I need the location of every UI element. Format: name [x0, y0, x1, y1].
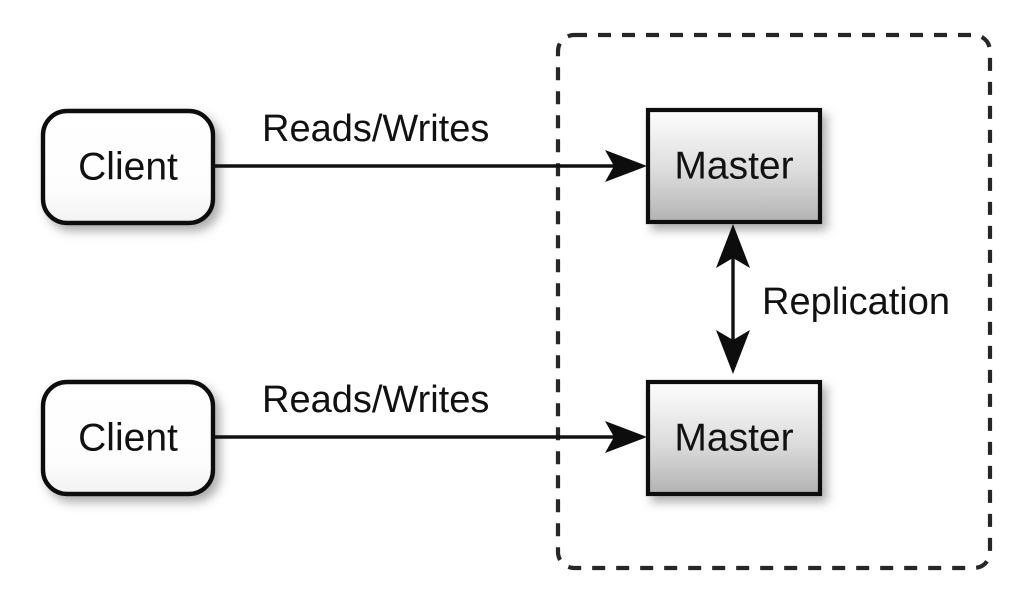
node-master-bottom[interactable]: Master — [645, 379, 823, 497]
edge-reads-writes-bottom — [213, 421, 647, 453]
edge-reads-writes-bottom-label: Reads/Writes — [262, 379, 489, 421]
arrow-head-down-icon — [716, 330, 750, 374]
master-cluster-group-border — [555, 32, 993, 571]
master-top-shape — [645, 107, 823, 225]
edge-replication-label: Replication — [762, 281, 950, 323]
node-client-top[interactable]: Client — [40, 108, 216, 226]
edge-reads-writes-top — [213, 150, 647, 182]
arrow-head-up-icon — [716, 224, 750, 268]
arrow-head-right-bottom-icon — [605, 421, 647, 453]
client-bottom-label: Client — [78, 416, 178, 459]
client-top-label: Client — [78, 145, 178, 188]
master-bottom-label: Master — [674, 416, 793, 459]
master-top-label: Master — [674, 144, 793, 187]
edge-reads-writes-top-label: Reads/Writes — [262, 108, 489, 150]
node-master-top[interactable]: Master — [645, 107, 823, 225]
edge-replication — [716, 224, 750, 374]
arrow-head-right-top-icon — [605, 150, 647, 182]
node-client-bottom[interactable]: Client — [40, 379, 216, 497]
master-bottom-shape — [645, 379, 823, 497]
